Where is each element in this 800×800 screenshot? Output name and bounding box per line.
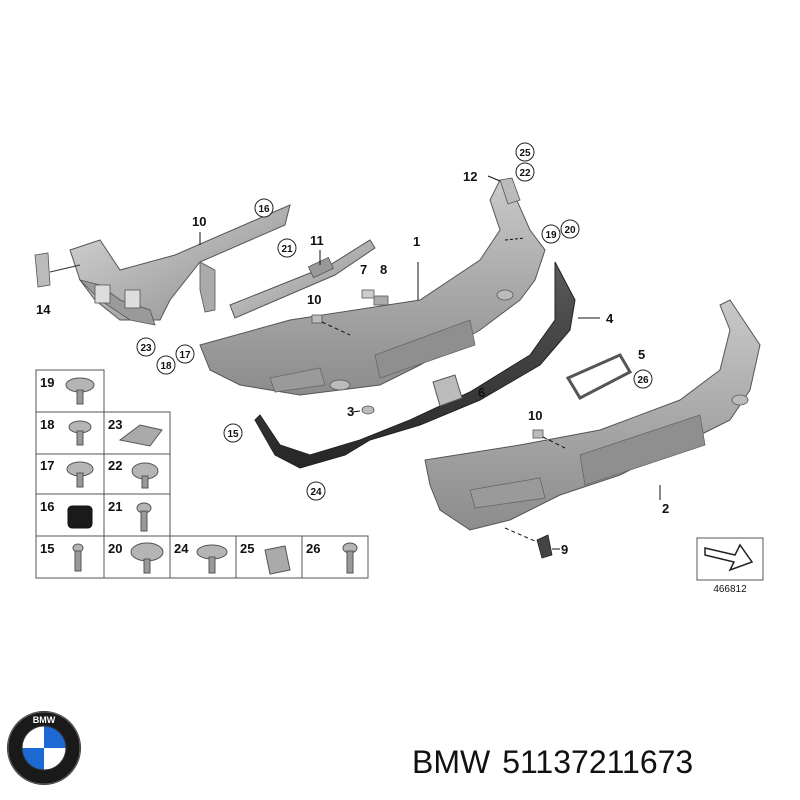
svg-text:18: 18 xyxy=(40,417,54,432)
svg-text:22: 22 xyxy=(519,168,531,179)
svg-text:25: 25 xyxy=(240,541,254,556)
rear-bumper xyxy=(424,299,761,531)
fastener-grid xyxy=(35,369,369,579)
carrier-bracket xyxy=(34,204,291,326)
circle-18: 18 xyxy=(156,355,176,375)
circle-25: 25 xyxy=(515,142,535,162)
logo-text: BMW xyxy=(33,715,56,725)
svg-text:23: 23 xyxy=(140,343,152,354)
small-parts xyxy=(311,175,633,559)
svg-text:25: 25 xyxy=(519,148,531,159)
label-7: 7 xyxy=(360,262,367,277)
circle-24: 24 xyxy=(306,481,326,501)
svg-text:22: 22 xyxy=(108,458,122,473)
label-3: 3 xyxy=(347,404,354,419)
svg-text:21: 21 xyxy=(281,244,293,255)
label-4: 4 xyxy=(606,311,614,326)
bmw-logo: BMW xyxy=(7,711,81,785)
circled-labels: 16 21 23 17 18 25 22 19 20 26 15 24 xyxy=(136,142,653,501)
label-12: 11 xyxy=(310,233,324,248)
svg-text:18: 18 xyxy=(160,361,172,372)
part-number: 51137211673 xyxy=(502,744,694,780)
circle-17: 17 xyxy=(175,344,195,364)
part-labels: 10 11 1 7 8 10 14 12 4 5 6 3 10 2 9 xyxy=(36,169,669,557)
svg-text:24: 24 xyxy=(310,487,322,498)
svg-text:20: 20 xyxy=(108,541,122,556)
fastener-grid-labels: 19 18 23 17 22 16 21 15 20 24 25 26 xyxy=(40,375,320,556)
impact-bar xyxy=(229,239,376,319)
svg-text:20: 20 xyxy=(564,225,576,236)
svg-text:21: 21 xyxy=(108,499,122,514)
label-6: 6 xyxy=(478,385,485,400)
label-5: 5 xyxy=(638,347,645,362)
circle-23: 23 xyxy=(136,337,156,357)
part-caption: BMW 51137211673 xyxy=(412,742,792,782)
svg-text:16: 16 xyxy=(258,204,270,215)
circle-19: 19 xyxy=(541,224,561,244)
label-1: 1 xyxy=(413,234,420,249)
fastener-icons xyxy=(65,377,358,575)
svg-text:19: 19 xyxy=(545,230,557,241)
circle-26: 26 xyxy=(633,369,653,389)
circle-21: 22 xyxy=(515,162,535,182)
front-bumper xyxy=(199,179,546,396)
label-10-bottom: 10 xyxy=(528,408,542,423)
circle-20: 20 xyxy=(560,219,580,239)
label-11: 10 xyxy=(192,214,206,229)
svg-text:26: 26 xyxy=(306,541,320,556)
svg-text:26: 26 xyxy=(637,375,649,386)
label-8: 8 xyxy=(380,262,387,277)
brand-name: BMW xyxy=(412,744,491,780)
circle-15: 15 xyxy=(223,423,243,443)
svg-text:17: 17 xyxy=(179,350,191,361)
svg-text:17: 17 xyxy=(40,458,54,473)
label-2: 2 xyxy=(662,501,669,516)
svg-text:19: 19 xyxy=(40,375,54,390)
svg-text:16: 16 xyxy=(40,499,54,514)
svg-text:24: 24 xyxy=(174,541,189,556)
label-14: 14 xyxy=(36,302,51,317)
label-9: 9 xyxy=(561,542,568,557)
reference-number: 466812 xyxy=(713,584,747,595)
svg-text:15: 15 xyxy=(40,541,54,556)
label-10-top: 10 xyxy=(307,292,321,307)
circle-16: 16 xyxy=(254,198,274,218)
label-13: 12 xyxy=(463,169,477,184)
svg-text:15: 15 xyxy=(227,429,239,440)
circle-22: 21 xyxy=(277,238,297,258)
svg-text:23: 23 xyxy=(108,417,122,432)
reference-box: 466812 xyxy=(696,537,764,595)
